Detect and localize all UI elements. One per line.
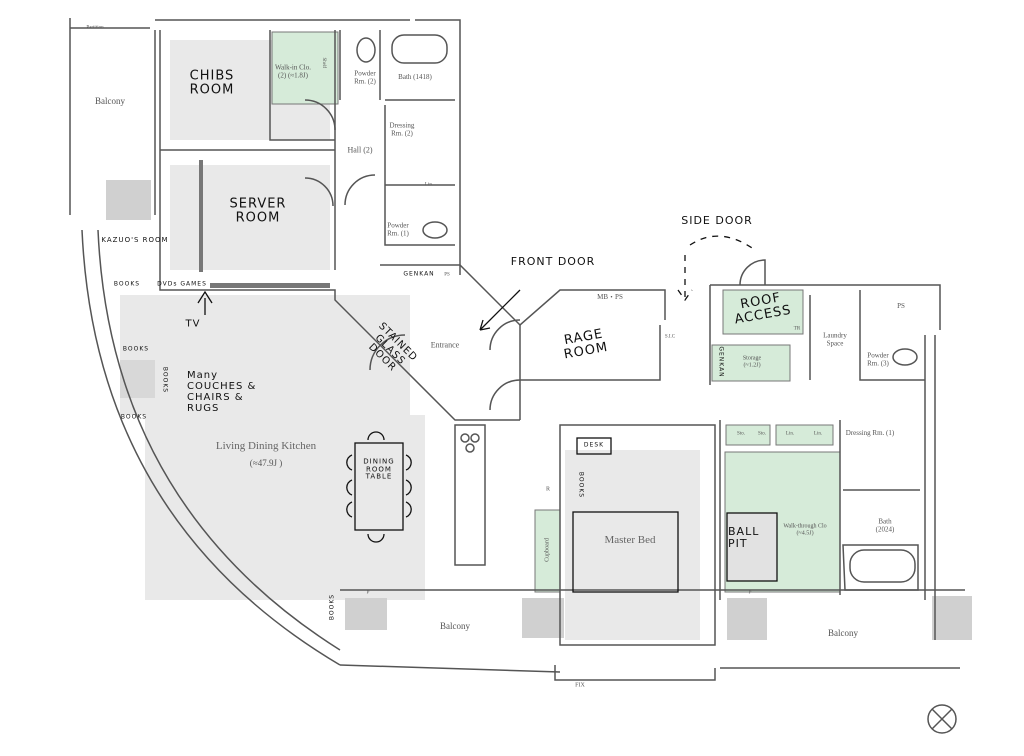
column-1 <box>106 180 151 220</box>
kitchen-counter <box>454 424 486 566</box>
label-refrigerator: R <box>545 486 551 493</box>
label-balcony-left: Balcony <box>95 96 125 107</box>
note-genkan-1: GENKAN <box>403 270 435 278</box>
curved-wall-outer <box>81 229 341 666</box>
note-books-fire-top: BOOKS <box>122 345 150 353</box>
walk-in-clo-2 <box>271 31 339 105</box>
master-bed <box>572 511 679 593</box>
label-storage: Storage (≈1.2J) <box>742 355 762 368</box>
note-front-door: FRONT DOOR <box>510 254 596 268</box>
note-books-balcony: BOOKS <box>328 593 336 621</box>
label-lin-2: Lin. <box>785 431 795 437</box>
label-master-bed: Master Bed <box>604 533 656 546</box>
label-powder-rm-3: Powder Rm. (3) <box>867 351 889 367</box>
ball-pit <box>726 512 778 582</box>
front-door-arrow <box>479 289 521 331</box>
label-living-size: (≈47.9J ) <box>249 458 283 469</box>
note-books-top: BOOKS <box>113 280 141 288</box>
label-lin-1: Lin. <box>424 182 434 188</box>
toilet-2 <box>356 37 376 63</box>
label-powder-rm-1: Powder Rm. (1) <box>387 221 409 237</box>
bathtub-1 <box>391 34 448 64</box>
note-ball-pit: BALL PIT <box>728 524 760 550</box>
column-4 <box>727 598 767 640</box>
label-ps-1: PS <box>444 272 450 278</box>
note-server-room: SERVER ROOM <box>229 196 287 226</box>
compass-icon <box>927 704 957 734</box>
label-bath-2024: Bath (2024) <box>875 517 895 533</box>
room-areas <box>106 40 972 640</box>
column-2 <box>345 598 387 630</box>
label-balcony-right: Balcony <box>828 628 858 639</box>
note-kazuos-room: KAZUO'S ROOM <box>101 236 169 245</box>
fireplace <box>120 360 155 398</box>
label-walk-through-clo: Walk-through Clo (≈4.5J) <box>783 523 827 536</box>
label-lin-3: Lin. <box>813 431 823 437</box>
toilet-3 <box>892 348 918 366</box>
note-many-couches: Many COUCHES & CHAIRS & RUGS <box>187 370 257 414</box>
label-walk-in-clo-2: Walk-in Clo. (2) (≈1.8J) <box>275 63 311 79</box>
sto-boxes <box>725 424 771 446</box>
label-powder-rm-2: Powder Rm. (2) <box>354 69 376 85</box>
label-shelf: Shelf <box>321 57 327 69</box>
label-p-2: P <box>748 590 752 596</box>
note-tv: TV <box>185 318 201 330</box>
label-laundry: Laundry Space <box>823 331 847 347</box>
server-room-area <box>170 165 330 270</box>
note-dining-table: DINING ROOM TABLE <box>363 457 395 481</box>
label-p-1: P <box>366 590 370 596</box>
label-living: Living Dining Kitchen <box>215 439 317 452</box>
column-3 <box>522 598 564 638</box>
label-bath-1418: Bath (1418) <box>398 73 432 82</box>
note-books-fire-side: BOOKS <box>161 366 169 394</box>
label-dressing-rm-2: Dressing Rm. (2) <box>389 121 415 137</box>
label-entrance: Entrance <box>430 340 460 350</box>
note-side-door: SIDE DOOR <box>681 213 753 227</box>
server-divider <box>199 160 203 272</box>
side-door <box>739 259 766 286</box>
living-area-top <box>120 295 410 415</box>
desk <box>576 437 612 455</box>
storage <box>711 344 791 382</box>
label-dressing-rm-1: Dressing Rm. (1) <box>845 429 895 438</box>
cupboard <box>534 509 561 593</box>
label-partition: Partition <box>86 25 104 31</box>
living-area-bottom <box>145 415 425 600</box>
label-fix: FIX <box>575 682 585 689</box>
label-hall-2: Hall (2) <box>347 145 373 155</box>
label-mb-ps: MB・PS <box>597 293 623 302</box>
label-sto-2: Sto. <box>758 431 766 437</box>
label-balcony-mid: Balcony <box>440 621 470 632</box>
note-chibs-room: CHIBS ROOM <box>189 68 235 98</box>
label-ps-2: PS <box>897 302 905 311</box>
label-sic: S.I.C <box>664 334 676 340</box>
toilet-1 <box>422 221 448 239</box>
tv-unit <box>210 283 330 288</box>
note-books-bed: BOOKS <box>577 471 585 499</box>
curved-wall-inner <box>97 229 341 651</box>
label-tr: TR <box>793 326 801 332</box>
column-5 <box>932 596 972 640</box>
roof-access <box>722 289 804 335</box>
note-genkan-2: GENKAN <box>717 346 725 378</box>
note-books-fire-bottom: BOOKS <box>120 413 148 421</box>
side-door-arrow <box>677 235 756 302</box>
note-dvds-games: DVDs GAMES <box>157 280 207 288</box>
label-cupboard: Cupboard <box>544 538 551 562</box>
label-sto-1: Sto. <box>737 431 745 437</box>
bathtub-2 <box>849 549 916 583</box>
note-desk: DESK <box>583 441 605 449</box>
lin-boxes <box>775 424 834 446</box>
walls <box>69 18 965 681</box>
tv-arrow <box>197 290 213 315</box>
dining-table <box>354 442 404 531</box>
